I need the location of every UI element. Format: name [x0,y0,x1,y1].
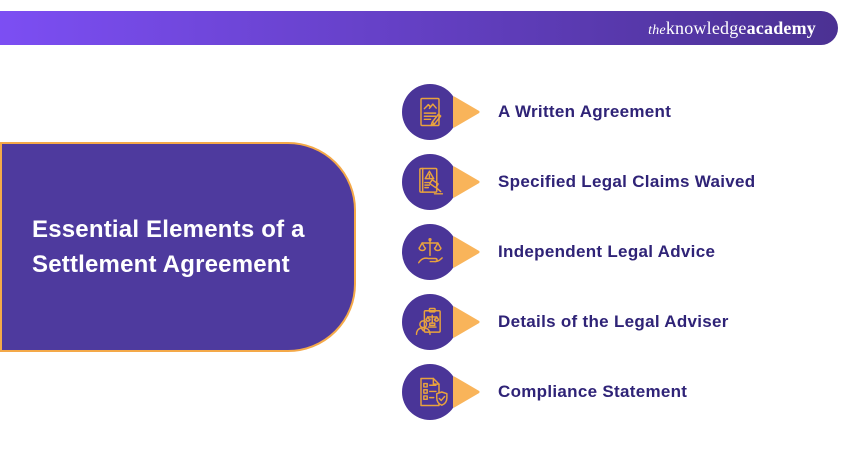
item-label: Specified Legal Claims Waived [498,172,756,191]
elements-list: A Written Agreement Specified Legal [402,84,755,420]
knowledge-academy-logo: theknowledgeacademy [648,18,816,39]
item-label: Compliance Statement [498,382,688,401]
header-bar: theknowledgeacademy [0,11,838,45]
checklist-shield-icon [402,364,458,420]
list-item-written-agreement: A Written Agreement [402,84,755,140]
arrow-right-icon [453,96,480,128]
list-item-legal-adviser: Details of the Legal Adviser [402,294,755,350]
handshake-document-icon [402,84,458,140]
arrow-right-icon [453,236,480,268]
logo-word-academy: academy [746,17,816,38]
list-item-independent-advice: Independent Legal Advice [402,224,755,280]
page-title: Essential Elements of a Settlement Agree… [32,212,306,282]
item-label: A Written Agreement [498,102,672,121]
logo-word-knowledge: knowledge [665,17,747,38]
list-item-claims-waived: Specified Legal Claims Waived [402,154,755,210]
item-label: Details of the Legal Adviser [498,312,729,331]
page-title-line2: Settlement Agreement [32,251,290,278]
item-label: Independent Legal Advice [498,242,716,261]
list-item-compliance-statement: Compliance Statement [402,364,755,420]
arrow-right-icon [453,376,480,408]
logo-word-the: the [648,22,666,38]
scales-in-hand-icon [402,224,458,280]
warning-gavel-document-icon [402,154,458,210]
page-title-line1: Essential Elements of a [32,216,305,243]
title-panel: Essential Elements of a Settlement Agree… [0,142,356,352]
adviser-clipboard-scales-icon [402,294,458,350]
arrow-right-icon [453,306,480,338]
arrow-right-icon [453,166,480,198]
